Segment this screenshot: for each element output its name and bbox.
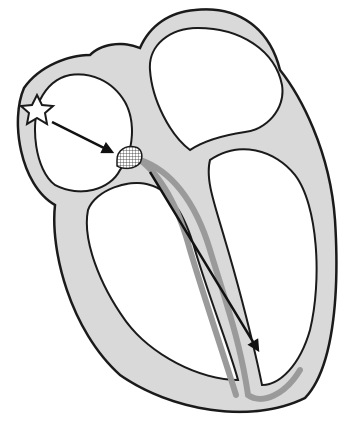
av-node-grid-icon [117,147,142,169]
right-atrium-chamber [35,74,132,191]
